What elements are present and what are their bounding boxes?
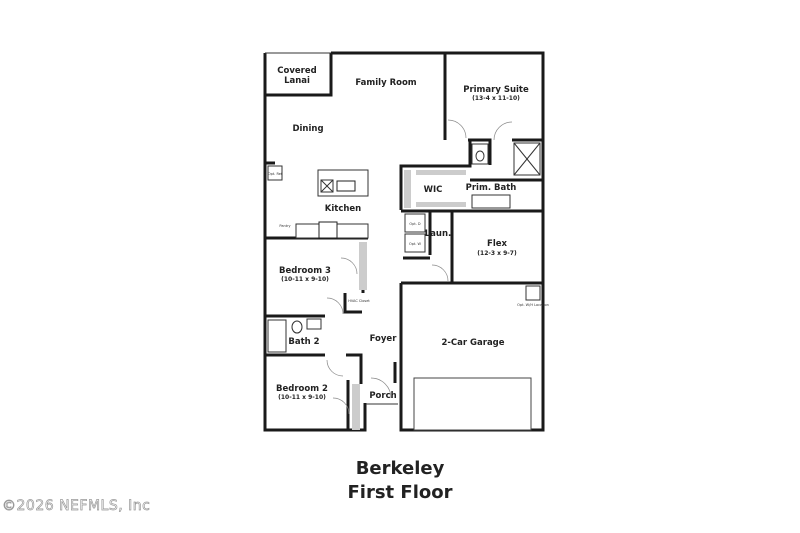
- label-prim-bath: Prim. Bath: [466, 183, 517, 193]
- label-wic: WIC: [424, 185, 443, 195]
- plan-name: Berkeley: [355, 458, 445, 479]
- label-opt-wh: Opt. W/H Location: [517, 303, 549, 307]
- label-garage: 2-Car Garage: [441, 338, 504, 348]
- label-bedroom-3: Bedroom 3: [279, 266, 331, 276]
- label-bedroom-3-dim: (10-11 x 9-10): [281, 276, 329, 283]
- label-bedroom-2-dim: (10-11 x 9-10): [278, 394, 326, 401]
- label-dining: Dining: [292, 124, 323, 134]
- label-kitchen: Kitchen: [325, 204, 361, 214]
- room-labels: Covered Lanai Family Room Primary Suite …: [268, 66, 549, 401]
- label-flex-dim: (12-3 x 9-7): [477, 250, 517, 257]
- label-family-room: Family Room: [355, 78, 416, 88]
- label-flex: Flex: [487, 239, 507, 249]
- label-opt-dryer: Opt. D: [409, 222, 421, 226]
- label-covered-lanai-2: Lanai: [284, 76, 310, 86]
- label-bedroom-2: Bedroom 2: [276, 384, 328, 394]
- watermark: ©2026 NEFMLS, Inc: [2, 498, 151, 515]
- walls: [263, 51, 545, 432]
- label-covered-lanai: Covered: [277, 66, 316, 76]
- label-opt-washer: Opt. W: [409, 242, 422, 246]
- label-laundry: Laun.: [425, 229, 451, 239]
- label-hvac: HVAC Closet: [348, 299, 370, 303]
- label-primary-suite: Primary Suite: [463, 85, 529, 95]
- label-porch: Porch: [369, 391, 396, 401]
- floor-name: First Floor: [347, 482, 453, 503]
- label-foyer: Foyer: [370, 334, 398, 344]
- label-bath-2: Bath 2: [288, 337, 319, 347]
- label-primary-suite-dim: (13-4 x 11-10): [472, 95, 520, 102]
- label-opt-ref: Opt. Ref: [268, 172, 283, 176]
- label-pantry: Pantry: [279, 224, 290, 228]
